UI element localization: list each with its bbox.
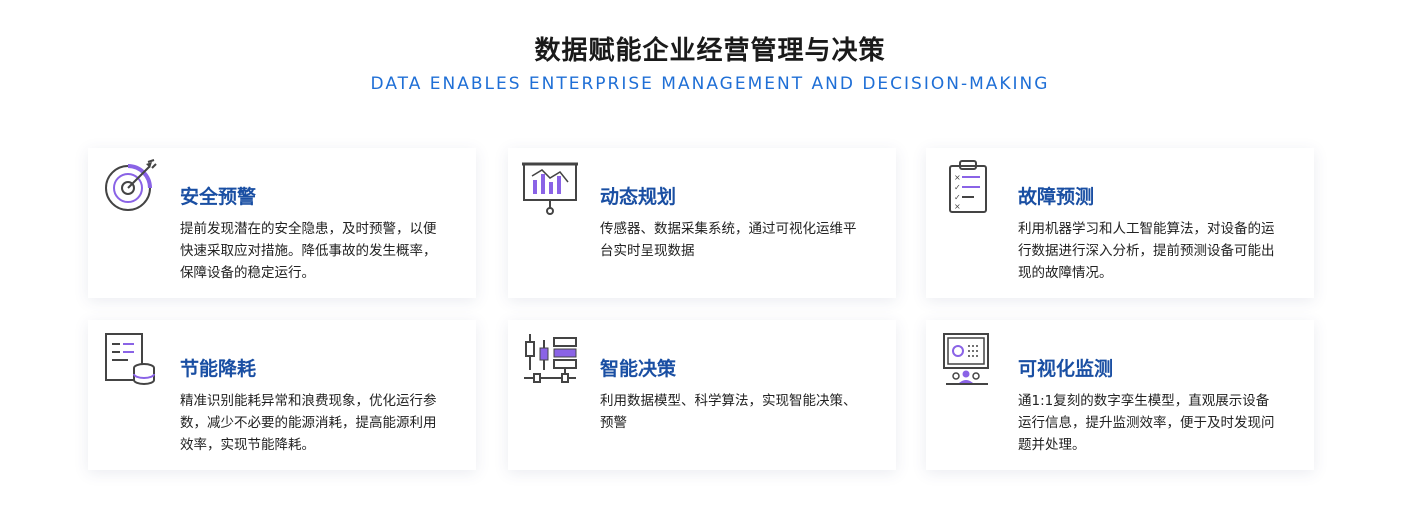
- card-title: 智能决策: [600, 358, 677, 380]
- card-description: 利用数据模型、科学算法，实现智能决策、预警: [600, 393, 857, 431]
- target-icon: [100, 156, 160, 216]
- card-title: 安全预警: [180, 186, 257, 208]
- candlestick-server-icon: [520, 328, 580, 388]
- card-description: 精准识别能耗异常和浪费现象，优化运行参数，减少不必要的能源消耗，提高能源利用效率…: [180, 393, 437, 453]
- card-description: 通1:1复刻的数字孪生模型，直观展示设备运行信息，提升监测效率，便于及时发现问题…: [1018, 393, 1275, 453]
- card-title: 动态规划: [600, 186, 677, 208]
- card-description: 传感器、数据采集系统，通过可视化运维平台实时呈现数据: [600, 221, 857, 259]
- feature-card-dynamic-planning: 动态规划 传感器、数据采集系统，通过可视化运维平台实时呈现数据: [508, 148, 896, 298]
- svg-text:×: ×: [954, 173, 961, 182]
- monitor-screen-icon: [938, 328, 998, 388]
- feature-card-energy-saving: 节能降耗 精准识别能耗异常和浪费现象，优化运行参数，减少不必要的能源消耗，提高能…: [88, 320, 476, 470]
- svg-text:✓: ✓: [954, 193, 961, 202]
- card-title: 故障预测: [1018, 186, 1095, 208]
- feature-card-visual-monitoring: 可视化监测 通1:1复刻的数字孪生模型，直观展示设备运行信息，提升监测效率，便于…: [926, 320, 1314, 470]
- card-title: 可视化监测: [1018, 358, 1114, 380]
- card-title: 节能降耗: [180, 358, 257, 380]
- svg-text:×: ×: [954, 202, 961, 211]
- svg-text:✓: ✓: [954, 183, 961, 192]
- presentation-chart-icon: [520, 156, 580, 216]
- page-title: 数据赋能企业经营管理与决策: [534, 36, 886, 66]
- feature-card-safety-warning: 安全预警 提前发现潜在的安全隐患，及时预警，以便快速采取应对措施。降低事故的发生…: [88, 148, 476, 298]
- page-subtitle: DATA ENABLES ENTERPRISE MANAGEMENT AND D…: [370, 74, 1050, 94]
- feature-card-fault-prediction: × ✓ ✓ × 故障预测 利用机器学习和人工智能算法，对设备的运行数据进行深入分…: [926, 148, 1314, 298]
- checklist-clipboard-icon: × ✓ ✓ ×: [938, 156, 998, 216]
- card-description: 利用机器学习和人工智能算法，对设备的运行数据进行深入分析，提前预测设备可能出现的…: [1018, 221, 1275, 281]
- document-database-icon: [100, 328, 160, 388]
- card-description: 提前发现潜在的安全隐患，及时预警，以便快速采取应对措施。降低事故的发生概率，保障…: [180, 221, 437, 281]
- feature-card-smart-decision: 智能决策 利用数据模型、科学算法，实现智能决策、预警: [508, 320, 896, 470]
